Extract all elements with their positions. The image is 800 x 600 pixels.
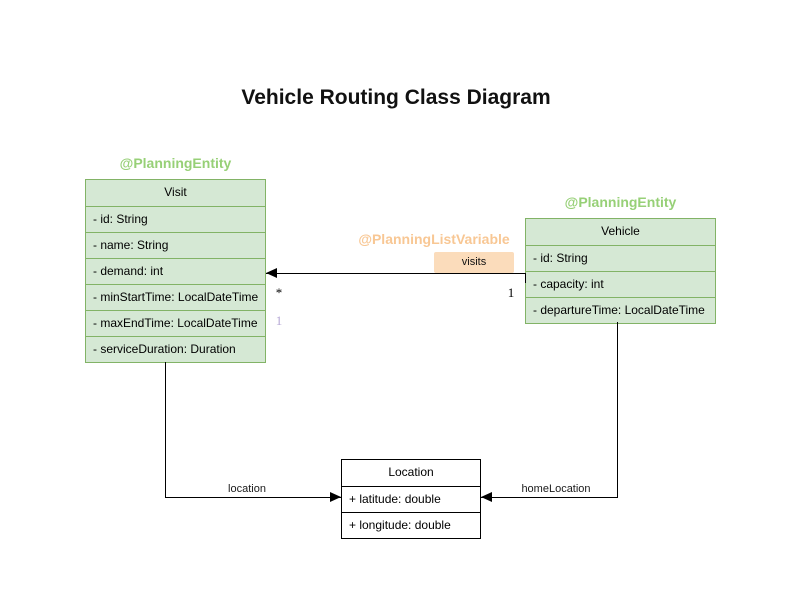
homelocation-edge-line-vertical bbox=[617, 322, 618, 497]
visit-annotation: @PlanningEntity bbox=[119, 155, 232, 171]
diagram-title: Vehicle Routing Class Diagram bbox=[241, 86, 551, 109]
location-edge-line-vertical bbox=[165, 362, 166, 497]
class-box-visit: Visit - id: String - name: String - dema… bbox=[85, 179, 266, 363]
vehicle-attribute: - id: String bbox=[526, 245, 715, 271]
class-name-vehicle: Vehicle bbox=[601, 224, 640, 238]
visit-attribute: - maxEndTime: LocalDateTime bbox=[86, 310, 265, 336]
visit-attribute: - minStartTime: LocalDateTime bbox=[86, 284, 265, 310]
visits-edge-elbow bbox=[525, 273, 526, 283]
visit-attribute: - name: String bbox=[86, 232, 265, 258]
visit-attribute: - id: String bbox=[86, 206, 265, 232]
class-box-location: Location + latitude: double + longitude:… bbox=[341, 459, 481, 539]
visits-edge-line bbox=[266, 273, 525, 274]
location-edge-label: location bbox=[228, 483, 266, 495]
visits-annotation: @PlanningListVariable bbox=[358, 231, 510, 247]
class-name-visit: Visit bbox=[164, 185, 187, 199]
visits-arrowhead-icon bbox=[266, 268, 277, 278]
location-edge-line-horizontal bbox=[165, 497, 341, 498]
homelocation-edge-label: homeLocation bbox=[521, 483, 591, 495]
homelocation-arrowhead-icon bbox=[481, 492, 492, 502]
visits-source-multiplicity: 1 bbox=[507, 285, 515, 300]
location-arrowhead-icon bbox=[330, 492, 341, 502]
visit-attribute: - demand: int bbox=[86, 258, 265, 284]
class-box-vehicle: Vehicle - id: String - capacity: int - d… bbox=[525, 218, 716, 324]
location-attribute: + latitude: double bbox=[342, 486, 480, 512]
homelocation-edge-line-horizontal bbox=[481, 497, 618, 498]
visits-target-multiplicity: * bbox=[275, 285, 283, 300]
vehicle-attribute: - departureTime: LocalDateTime bbox=[526, 297, 715, 323]
class-name-location: Location bbox=[388, 465, 434, 479]
visits-extra-marker: 1 bbox=[275, 313, 283, 328]
vehicle-annotation: @PlanningEntity bbox=[564, 194, 677, 210]
vehicle-attribute: - capacity: int bbox=[526, 271, 715, 297]
visit-attribute: - serviceDuration: Duration bbox=[86, 336, 265, 362]
location-attribute: + longitude: double bbox=[342, 512, 480, 538]
visits-edge-label: visits bbox=[434, 252, 514, 273]
